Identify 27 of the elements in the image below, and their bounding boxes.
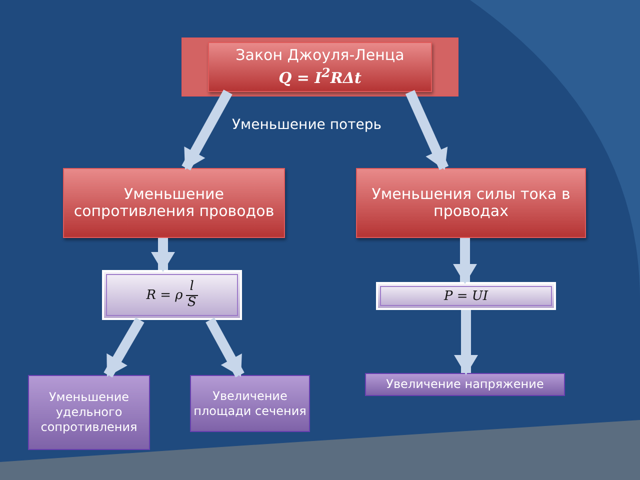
result-box bbox=[28, 375, 150, 450]
block-arrow bbox=[151, 238, 175, 272]
formula-text: R = ρ bbox=[146, 288, 183, 302]
block-arrow bbox=[182, 90, 232, 170]
formula-box bbox=[376, 282, 556, 310]
formula-box bbox=[102, 270, 242, 320]
block-arrow bbox=[405, 90, 449, 170]
heading: Закон Джоуля-Ленца bbox=[236, 46, 404, 64]
denominator: S bbox=[187, 296, 196, 310]
box-text: Увеличение площади сечения bbox=[192, 388, 308, 418]
box-text: Уменьшение сопротивления проводов bbox=[72, 186, 276, 220]
box-text: Уменьшение удельного сопротивления bbox=[40, 390, 138, 435]
process-box bbox=[63, 168, 285, 238]
box-text: P = UI bbox=[444, 288, 488, 304]
result-box bbox=[190, 375, 310, 432]
block-arrow bbox=[454, 310, 478, 375]
process-box bbox=[356, 168, 586, 238]
result-box bbox=[365, 373, 565, 396]
block-arrow bbox=[453, 238, 477, 284]
formula-text: Q = I$^{2}$RΔt bbox=[278, 66, 362, 88]
block-arrow bbox=[104, 317, 144, 378]
note-text: Уменьшение потерь bbox=[232, 117, 382, 133]
numerator: l bbox=[190, 280, 194, 294]
box-text: Уменьшения силы тока в проводах bbox=[370, 186, 572, 220]
box-text: Увеличение напряжение bbox=[386, 377, 544, 392]
block-arrow bbox=[206, 318, 244, 378]
process-box bbox=[208, 42, 432, 92]
